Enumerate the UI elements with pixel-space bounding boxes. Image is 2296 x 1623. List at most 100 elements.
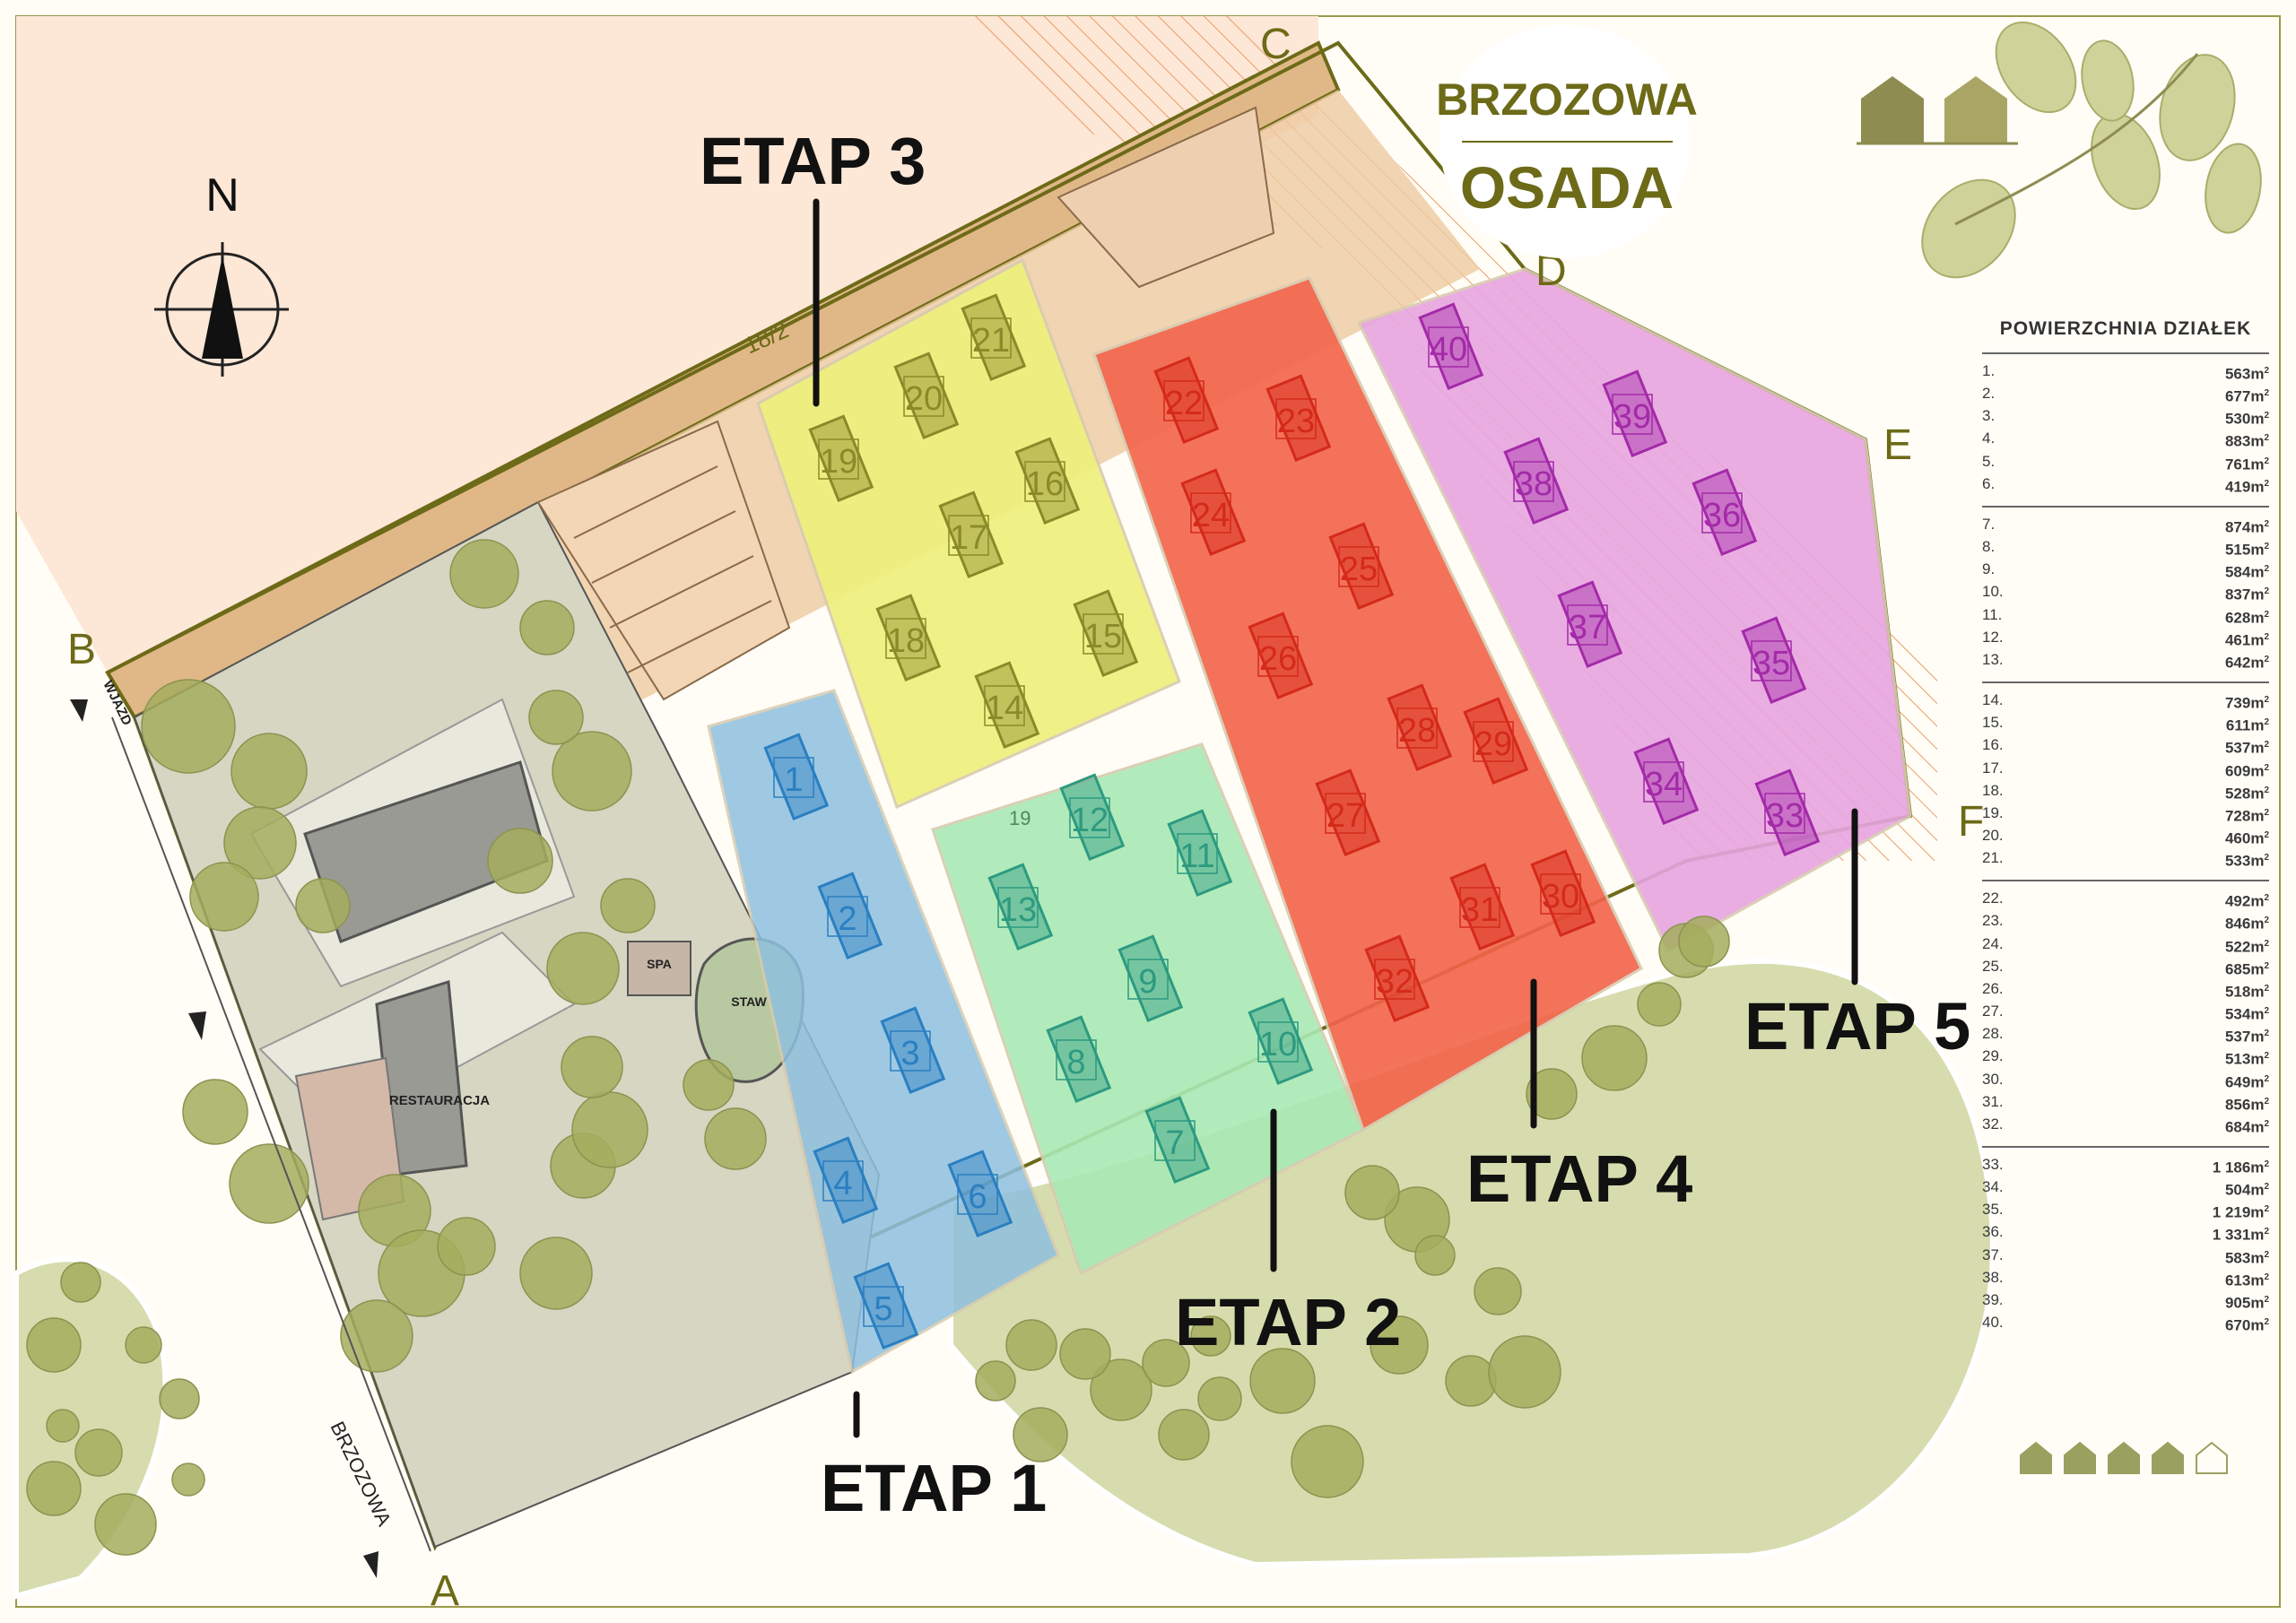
plot-number: 27 — [1326, 797, 1364, 835]
plot-area-row: 30.649m2 — [1982, 1070, 2269, 1092]
plot-area-row: 26.518m2 — [1982, 979, 2269, 1002]
tree-icon — [571, 1091, 648, 1168]
plot-number-cell: 36. — [1982, 1223, 2004, 1241]
plot-number-cell: 19. — [1982, 803, 2004, 821]
tree-icon — [449, 539, 519, 609]
plot-area-row: 16.537m2 — [1982, 735, 2269, 758]
plot-number-cell: 11. — [1982, 605, 2003, 623]
pond-label: STAW — [731, 994, 767, 1009]
plot-number: 11 — [1179, 838, 1214, 875]
plot-number-cell: 14. — [1982, 691, 2004, 709]
plot-number-cell: 29. — [1982, 1047, 2004, 1065]
plot-number-cell: 39. — [1982, 1290, 2004, 1308]
plot-number-cell: 40. — [1982, 1314, 2004, 1332]
plot-area-row: 29.513m2 — [1982, 1046, 2269, 1069]
plot-area-cell: 739m2 — [2224, 694, 2269, 712]
house-legend-icon — [2020, 1441, 2052, 1474]
plot-number: 26 — [1259, 640, 1297, 678]
spa-label: SPA — [647, 957, 672, 971]
tree-icon — [223, 806, 297, 880]
tree-icon — [26, 1317, 82, 1373]
tree-icon — [46, 1409, 80, 1443]
tree-icon — [125, 1326, 162, 1364]
corner-f: F — [1958, 798, 1984, 846]
house-legend-icon — [2152, 1441, 2184, 1474]
plot-number-cell: 7. — [1982, 515, 1996, 533]
plot-number: 3 — [900, 1035, 919, 1072]
tree-icon — [182, 1079, 248, 1145]
tree-icon — [975, 1360, 1016, 1402]
plot-38: 38 — [1503, 437, 1570, 525]
plot-number: 2 — [838, 900, 857, 938]
plot-number-box — [1612, 394, 1653, 435]
trees — [26, 539, 1730, 1556]
tree-icon — [189, 862, 259, 932]
plot-number-box — [1396, 707, 1438, 749]
tree-icon — [1059, 1328, 1111, 1380]
plot-area-row: 5.761m2 — [1982, 452, 2269, 474]
plot-area-cell: 609m2 — [2224, 762, 2269, 780]
plot-area-cell: 628m2 — [2224, 609, 2269, 627]
plot-36: 36 — [1692, 468, 1758, 557]
plot-6: 6 — [947, 1150, 1013, 1238]
stage-1-area — [707, 689, 1060, 1375]
plot-number-box — [1567, 604, 1608, 646]
plot-8: 8 — [1046, 1015, 1112, 1104]
tree-icon — [1474, 1267, 1522, 1315]
plot-number-cell: 28. — [1982, 1025, 2004, 1043]
tree-icon — [1370, 1315, 1429, 1375]
tree-icon — [528, 690, 584, 745]
corner-a: A — [430, 1567, 459, 1615]
plot-area-row: 15.611m2 — [1982, 713, 2269, 735]
plot-number-cell: 38. — [1982, 1268, 2004, 1286]
entry-arrow-icon — [70, 699, 88, 722]
plot-30: 30 — [1530, 849, 1596, 938]
plot-number-box — [827, 896, 868, 937]
plot-39: 39 — [1602, 369, 1668, 458]
plot-area-row: 13.642m2 — [1982, 650, 2269, 673]
tree-icon — [600, 878, 656, 933]
plot-number-box — [1751, 640, 1792, 681]
plot-23: 23 — [1265, 374, 1332, 463]
plot-number: 28 — [1398, 712, 1436, 750]
plot-area-cell: 583m2 — [2224, 1249, 2269, 1267]
corner-c: C — [1260, 21, 1292, 68]
plot-number-box — [1643, 761, 1684, 803]
plot-number-cell: 30. — [1982, 1070, 2004, 1088]
plot-area-row: 9.584m2 — [1982, 560, 2269, 582]
tree-icon — [1581, 1025, 1648, 1091]
plot-number-box — [1540, 873, 1581, 915]
corner-e: E — [1883, 421, 1912, 469]
plot-area-row: 10.837m2 — [1982, 582, 2269, 604]
stage-5-area — [1356, 267, 1912, 953]
plot-number: 16 — [1026, 465, 1064, 503]
plot-25: 25 — [1328, 522, 1395, 611]
birch-leaves-icon — [1921, 21, 2262, 279]
plot-number: 8 — [1066, 1044, 1085, 1081]
plot-number-box — [1127, 959, 1169, 1000]
plot-number-cell: 9. — [1982, 560, 1996, 578]
plot-area-row: 33.1 186m2 — [1982, 1155, 2269, 1177]
plot-area-row: 31.856m2 — [1982, 1092, 2269, 1115]
tree-icon — [1090, 1358, 1152, 1421]
plot-3: 3 — [880, 1006, 946, 1095]
plot-4: 4 — [813, 1136, 879, 1225]
plot-number-cell: 1. — [1982, 362, 1996, 379]
plot-number-cell: 23. — [1982, 912, 2004, 930]
corner-b: B — [67, 626, 96, 673]
plot-number-box — [1428, 326, 1469, 368]
plot-area-cell: 761m2 — [2224, 456, 2269, 473]
plot-number: 12 — [1071, 802, 1109, 839]
tree-icon — [1678, 916, 1730, 968]
plot-area-cell: 1 186m2 — [2212, 1159, 2269, 1176]
plot-number-box — [885, 618, 926, 659]
plot-number-cell: 26. — [1982, 979, 2004, 997]
plot-number: 18 — [887, 622, 925, 660]
plot-number: 29 — [1474, 725, 1512, 763]
plot-number: 33 — [1766, 797, 1804, 835]
plot-area-row: 11. 628m2 — [1982, 605, 2269, 628]
plot-19: 19 — [808, 414, 874, 503]
parcel-ref-small: 19 — [1009, 807, 1031, 829]
